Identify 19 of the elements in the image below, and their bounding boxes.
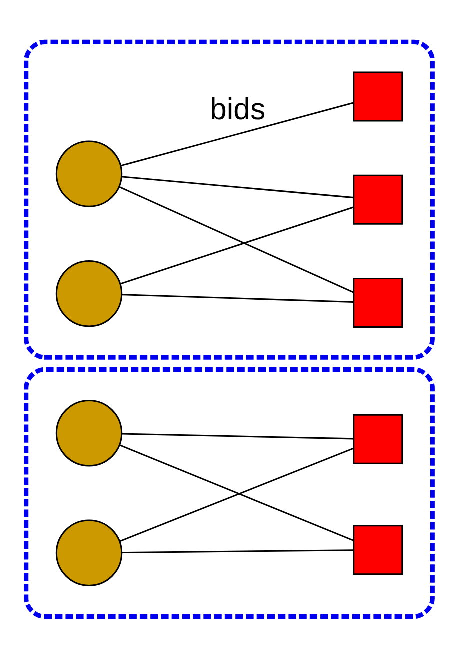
- connector: [122, 549, 354, 554]
- connector: [120, 206, 354, 284]
- node-circle: [56, 260, 123, 327]
- connector: [122, 432, 354, 440]
- node-box: [353, 174, 404, 224]
- node-circle: [56, 140, 123, 207]
- node-box: [353, 414, 404, 464]
- connector: [122, 294, 354, 302]
- node-circle: [56, 519, 123, 586]
- node-box: [353, 277, 404, 328]
- connector: [122, 176, 354, 198]
- node-box: [353, 524, 404, 575]
- edge-label: bids: [210, 93, 266, 126]
- cluster: [24, 366, 435, 619]
- connector: [121, 102, 354, 166]
- node-circle: [56, 400, 123, 466]
- node-box: [353, 71, 404, 122]
- connector: [119, 186, 354, 293]
- cluster: [24, 39, 435, 360]
